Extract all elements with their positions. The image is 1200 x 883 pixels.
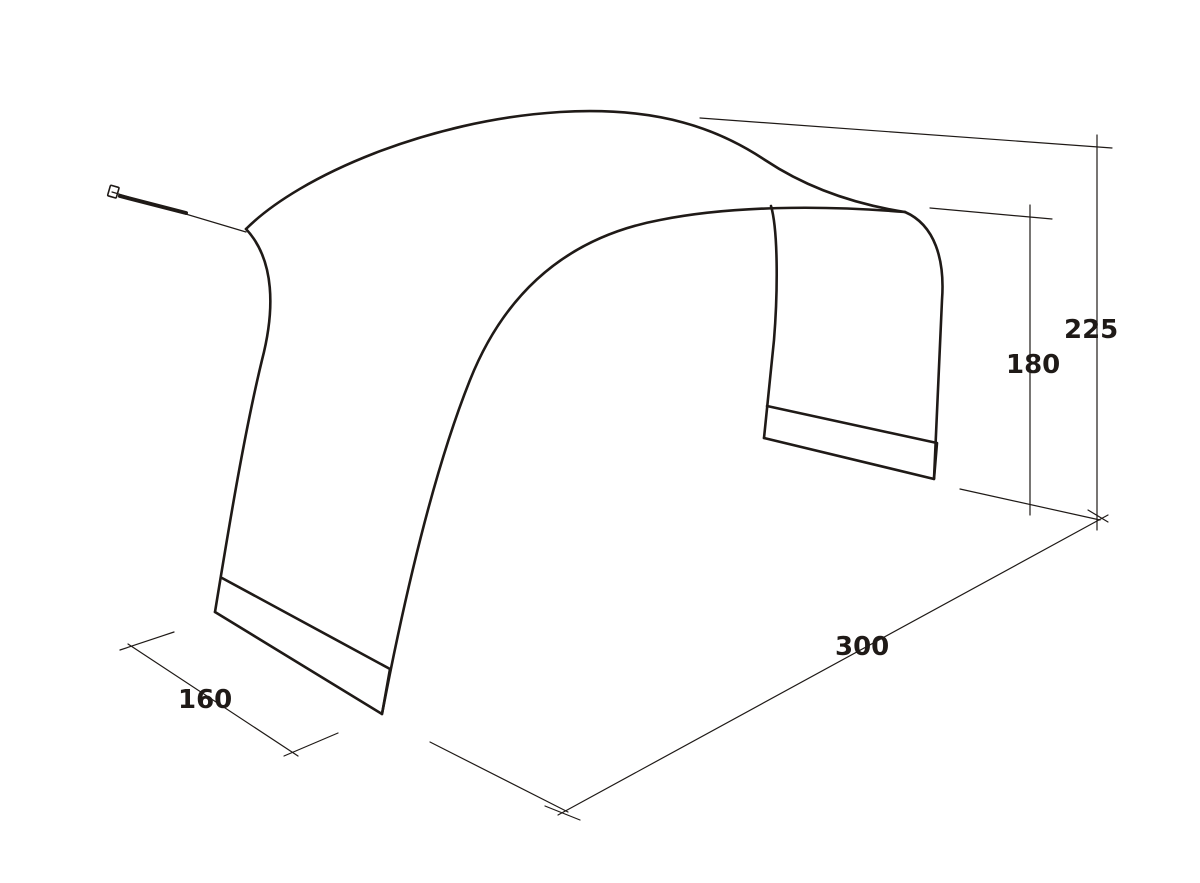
left-leg-outer-edge [213,227,272,614]
awning-outline [106,109,944,716]
strap-band [118,194,188,215]
right-leg-outer-edge [903,210,944,481]
length-label: 300 [835,632,889,662]
outer-height-label: 225 [1064,315,1118,345]
attachment-strap [106,184,247,233]
length-tick-front [544,805,581,821]
inner-height-label: 180 [1006,350,1060,380]
depth-line [127,643,299,757]
ground-guide-right [959,488,1101,521]
ground-guide-front [429,741,569,813]
outer-height-guide [699,117,1113,149]
depth-label: 160 [178,685,232,715]
left-leg-foot-panel [213,576,392,716]
inner-roof-arch [380,206,907,716]
dimension-labels: 160 300 180 225 [178,315,1118,715]
length-tick-back [1087,509,1109,523]
depth-tick-left [119,631,175,651]
length-line [557,514,1109,816]
depth-tick-right [283,732,339,757]
outer-roof-arch [244,109,907,231]
right-leg-inner-edge [762,204,778,440]
dimension-lines [119,117,1113,821]
inner-height-guide [929,207,1053,220]
right-leg-foot-panel [762,404,939,481]
strap-buckle [106,184,120,199]
